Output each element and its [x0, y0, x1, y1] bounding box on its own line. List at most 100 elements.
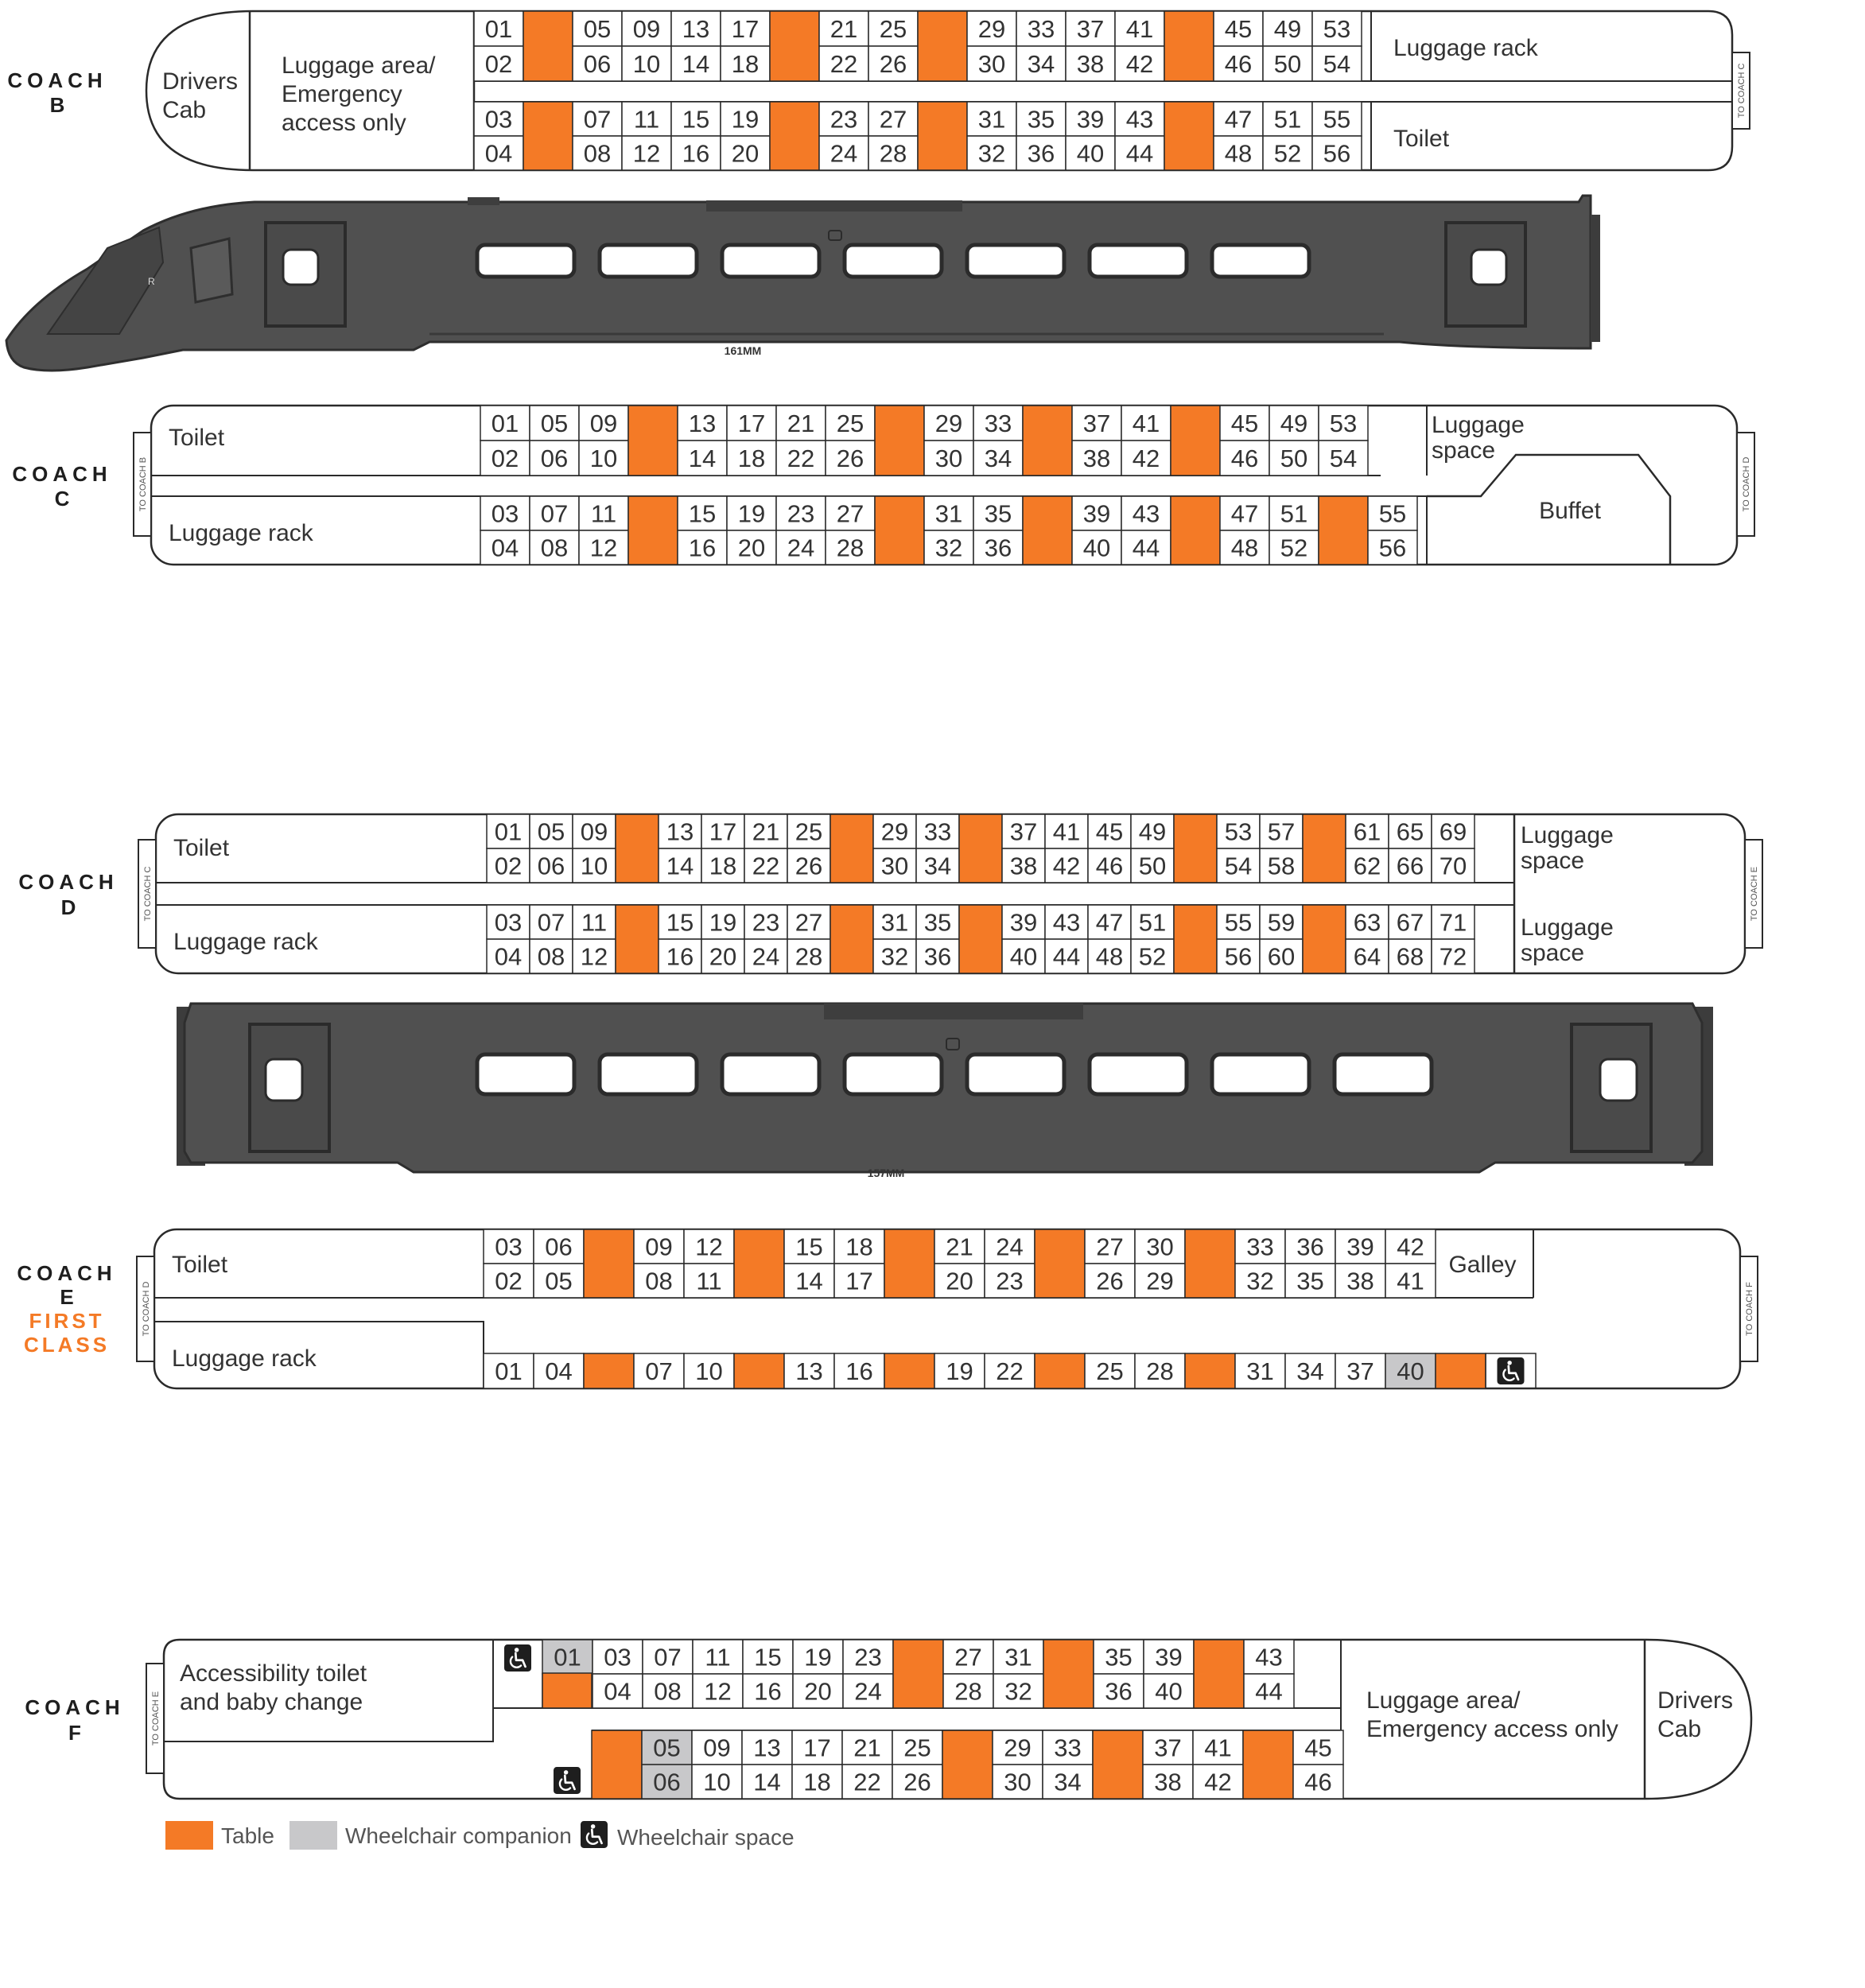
seat[interactable]: 10 [621, 45, 672, 82]
seat[interactable]: 29 [966, 10, 1017, 47]
seat[interactable]: 22 [984, 1353, 1035, 1389]
seat[interactable]: 21 [775, 405, 826, 441]
seat[interactable]: 29 [872, 813, 917, 849]
seat[interactable]: 48 [1087, 938, 1132, 974]
seat[interactable]: 04 [473, 135, 524, 171]
seat[interactable]: 69 [1431, 813, 1475, 849]
seat[interactable]: 23 [984, 1263, 1035, 1299]
seat[interactable]: 54 [1318, 440, 1369, 476]
seat[interactable]: 25 [868, 10, 919, 47]
seat[interactable]: 02 [483, 1263, 534, 1299]
seat[interactable]: 60 [1259, 938, 1304, 974]
seat[interactable]: 30 [992, 1764, 1043, 1800]
seat[interactable]: 27 [942, 1639, 994, 1675]
seat[interactable]: 16 [742, 1673, 794, 1709]
seat[interactable]: 21 [744, 813, 788, 849]
seat[interactable]: 30 [1134, 1229, 1186, 1264]
seat[interactable]: 56 [1367, 530, 1418, 565]
seat[interactable]: 62 [1345, 848, 1389, 883]
seat[interactable]: 32 [923, 530, 974, 565]
seat[interactable]: 28 [787, 938, 831, 974]
seat[interactable]: 39 [1071, 495, 1122, 531]
seat[interactable]: 14 [670, 45, 721, 82]
seat[interactable]: 27 [787, 904, 831, 940]
seat[interactable]: 45 [1292, 1730, 1344, 1765]
seat[interactable]: 18 [833, 1229, 885, 1264]
seat[interactable]: 32 [1234, 1263, 1286, 1299]
seat[interactable]: 38 [1142, 1764, 1194, 1800]
seat[interactable]: 14 [677, 440, 728, 476]
seat[interactable]: 22 [775, 440, 826, 476]
seat[interactable]: 39 [1335, 1229, 1386, 1264]
seat[interactable]: 13 [741, 1730, 793, 1765]
seat[interactable]: 31 [872, 904, 917, 940]
seat[interactable]: 52 [1130, 938, 1175, 974]
seat[interactable]: 07 [529, 904, 573, 940]
seat[interactable]: 16 [658, 938, 702, 974]
seat[interactable]: 34 [1284, 1353, 1336, 1389]
seat[interactable]: 32 [872, 938, 917, 974]
seat[interactable]: 23 [842, 1639, 894, 1675]
seat[interactable]: 21 [841, 1730, 893, 1765]
seat[interactable]: 25 [892, 1730, 943, 1765]
seat[interactable]: 26 [1084, 1263, 1136, 1299]
seat[interactable]: 18 [791, 1764, 843, 1800]
seat[interactable]: 16 [677, 530, 728, 565]
seat[interactable]: 40 [1143, 1673, 1195, 1709]
seat[interactable]: 46 [1292, 1764, 1344, 1800]
seat[interactable]: 50 [1130, 848, 1175, 883]
seat[interactable]: 04 [533, 1353, 585, 1389]
seat[interactable]: 37 [1071, 405, 1122, 441]
seat[interactable]: 39 [1143, 1639, 1195, 1675]
seat[interactable]: 34 [973, 440, 1024, 476]
seat[interactable]: 09 [578, 405, 629, 441]
seat[interactable]: 23 [744, 904, 788, 940]
seat[interactable]: 06 [641, 1764, 693, 1800]
seat[interactable]: 15 [783, 1229, 835, 1264]
seat[interactable]: 39 [1065, 101, 1116, 137]
seat[interactable]: 52 [1269, 530, 1319, 565]
seat[interactable]: 49 [1269, 405, 1319, 441]
seat[interactable]: 12 [578, 530, 629, 565]
seat[interactable]: 57 [1259, 813, 1304, 849]
seat[interactable]: 58 [1259, 848, 1304, 883]
seat[interactable]: 33 [1042, 1730, 1094, 1765]
seat[interactable]: 44 [1044, 938, 1089, 974]
seat[interactable]: 43 [1243, 1639, 1295, 1675]
seat[interactable]: 36 [915, 938, 960, 974]
seat[interactable]: 64 [1345, 938, 1389, 974]
seat[interactable]: 25 [1084, 1353, 1136, 1389]
seat[interactable]: 31 [993, 1639, 1044, 1675]
seat[interactable]: 65 [1388, 813, 1432, 849]
seat[interactable]: 14 [783, 1263, 835, 1299]
seat[interactable]: 34 [1016, 45, 1067, 82]
seat[interactable]: 35 [1093, 1639, 1144, 1675]
seat[interactable]: 33 [1234, 1229, 1286, 1264]
seat[interactable]: 35 [1284, 1263, 1336, 1299]
seat[interactable]: 15 [670, 101, 721, 137]
seat[interactable]: 37 [1335, 1353, 1386, 1389]
seat[interactable]: 47 [1219, 495, 1270, 531]
seat[interactable]: 40 [1001, 938, 1046, 974]
seat[interactable]: 03 [486, 904, 530, 940]
seat[interactable]: 48 [1213, 135, 1264, 171]
seat[interactable]: 11 [572, 904, 616, 940]
seat[interactable]: 41 [1044, 813, 1089, 849]
seat[interactable]: 40 [1071, 530, 1122, 565]
seat[interactable]: 56 [1311, 135, 1362, 171]
seat[interactable]: 24 [842, 1673, 894, 1709]
seat[interactable]: 32 [993, 1673, 1044, 1709]
seat[interactable]: 06 [533, 1229, 585, 1264]
seat[interactable]: 43 [1044, 904, 1089, 940]
seat[interactable]: 19 [792, 1639, 844, 1675]
seat[interactable]: 02 [473, 45, 524, 82]
seat[interactable]: 52 [1262, 135, 1313, 171]
seat[interactable]: 37 [1001, 813, 1046, 849]
seat[interactable]: 53 [1318, 405, 1369, 441]
seat[interactable]: 29 [992, 1730, 1043, 1765]
seat[interactable]: 50 [1262, 45, 1313, 82]
seat[interactable]: 12 [692, 1673, 744, 1709]
seat[interactable]: 44 [1114, 135, 1165, 171]
seat[interactable]: 28 [868, 135, 919, 171]
seat[interactable]: 11 [692, 1639, 744, 1675]
